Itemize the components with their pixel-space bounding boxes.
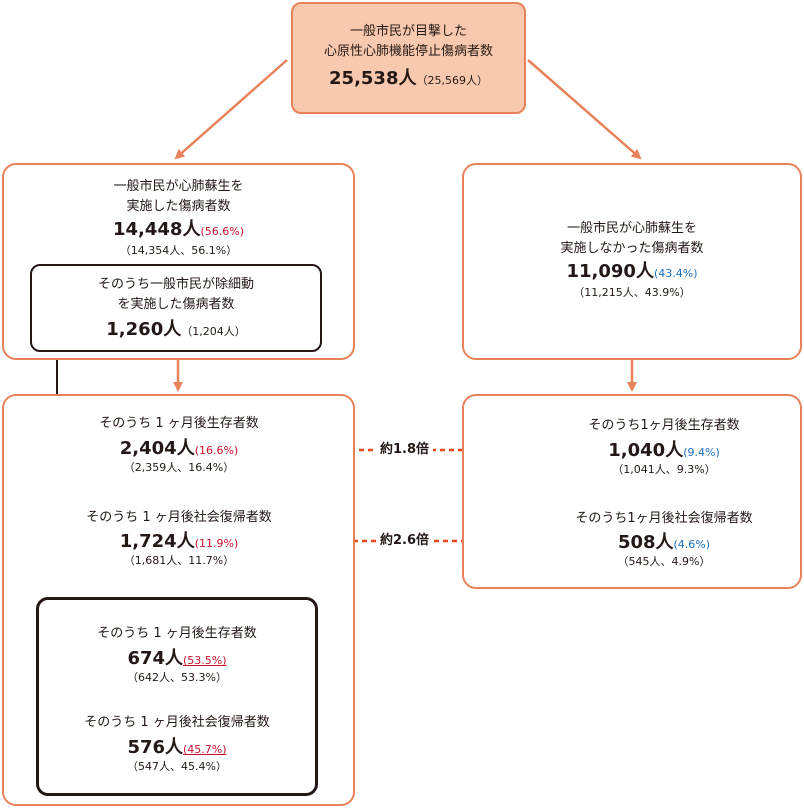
- nocpr-prev: （11,215人、43.9%）: [573, 286, 691, 299]
- aed-outcomes-box: そのうち 1 ヶ月後生存者数 674人(53.5%) （642人、53.3%） …: [36, 597, 318, 796]
- cpr-label-2: 実施した傷病者数: [126, 199, 231, 214]
- cpr-prev: （14,354人、56.1%）: [119, 244, 238, 257]
- aed-social-label: そのうち 1 ヶ月後社会復帰者数: [84, 715, 270, 730]
- cpr-not-performed-box: 一般市民が心肺蘇生を 実施しなかった傷病者数 11,090人(43.4%) （1…: [462, 163, 802, 360]
- aed-count: 1,260人: [106, 319, 182, 340]
- cpr-social-count: 1,724人: [119, 531, 195, 552]
- aed-survival-prev: （642人、53.3%）: [127, 671, 227, 684]
- nocpr-social-count-line: 508人(4.6%): [544, 530, 784, 558]
- cpr-social-count-line: 1,724人(11.9%): [54, 529, 304, 557]
- aed-label-2: を実施した傷病者数: [117, 297, 235, 312]
- arrow-top-to-right: [527, 59, 642, 160]
- cpr-survival-count-line: 2,404人(16.6%): [54, 436, 304, 464]
- survival-ratio-label: 約1.8倍: [376, 441, 434, 459]
- cpr-count: 14,448人: [113, 219, 201, 240]
- arrow-top-to-left: [174, 59, 288, 160]
- nocpr-count: 11,090人: [566, 261, 654, 282]
- cpr-social-pct: (11.9%): [194, 537, 239, 550]
- nocpr-survival-count: 1,040人: [608, 440, 684, 461]
- cpr-pct: (56.6%): [200, 225, 244, 238]
- aed-prev: （1,204人）: [181, 325, 246, 338]
- aed-survival-count: 674人: [127, 648, 184, 669]
- nocpr-social-pct: (4.6%): [673, 538, 711, 551]
- aed-count-line: 1,260人（1,204人）: [32, 317, 320, 343]
- nocpr-survival-prev: （1,041人、9.3%）: [612, 463, 716, 476]
- nocpr-social-count: 508人: [617, 532, 674, 553]
- cpr-outcome-text: そのうち 1 ヶ月後生存者数 2,404人(16.6%) （2,359人、16.…: [54, 396, 304, 596]
- aed-social-count: 576人: [127, 737, 184, 758]
- cpr-survival-prev: （2,359人、16.4%）: [123, 461, 235, 474]
- witnessed-arrest-box: 一般市民が目撃した 心原性心肺機能停止傷病者数 25,538人（25,569人）: [291, 2, 526, 114]
- witnessed-count-line: 25,538人（25,569人）: [293, 66, 524, 92]
- nocpr-survival-pct: (9.4%): [683, 446, 720, 459]
- social-ratio-label: 約2.6倍: [376, 532, 434, 550]
- witnessed-label-1: 一般市民が目撃した: [349, 24, 467, 39]
- cpr-survival-label: そのうち 1 ヶ月後生存者数: [99, 416, 259, 431]
- aed-label-1: そのうち一般市民が除細動: [97, 277, 254, 292]
- cpr-survival-count: 2,404人: [119, 438, 195, 459]
- nocpr-outcomes-box: そのうち1ヶ月後生存者数 1,040人(9.4%) （1,041人、9.3%） …: [462, 394, 802, 589]
- cpr-label-1: 一般市民が心肺蘇生を: [113, 179, 244, 194]
- nocpr-pct: (43.4%): [653, 267, 698, 280]
- nocpr-outcome-text: そのうち1ヶ月後生存者数 1,040人(9.4%) （1,041人、9.3%） …: [544, 396, 784, 586]
- aed-survival-pct: (53.5%): [183, 654, 227, 667]
- nocpr-count-line: 11,090人(43.4%): [464, 259, 800, 287]
- nocpr-label-2: 実施しなかった傷病者数: [560, 241, 704, 256]
- aed-survival-label: そのうち 1 ヶ月後生存者数: [97, 626, 257, 641]
- witnessed-prev: （25,569人）: [416, 74, 488, 87]
- aed-survival-count-line: 674人(53.5%): [39, 646, 315, 674]
- aed-performed-box: そのうち一般市民が除細動 を実施した傷病者数 1,260人（1,204人）: [30, 264, 322, 352]
- nocpr-social-label: そのうち1ヶ月後社会復帰者数: [575, 511, 753, 526]
- nocpr-survival-label: そのうち1ヶ月後生存者数: [588, 418, 740, 433]
- aed-social-pct: (45.7%): [183, 743, 227, 756]
- cpr-count-line: 14,448人(56.6%): [4, 217, 353, 245]
- nocpr-label-1: 一般市民が心肺蘇生を: [566, 221, 697, 236]
- witnessed-count: 25,538人: [329, 68, 417, 89]
- cpr-social-prev: （1,681人、11.7%）: [123, 554, 235, 567]
- cpr-social-label: そのうち 1 ヶ月後社会復帰者数: [86, 510, 272, 525]
- aed-social-prev: （547人、45.4%）: [127, 760, 227, 773]
- witnessed-label-2: 心原性心肺機能停止傷病者数: [323, 44, 493, 59]
- nocpr-social-prev: （545人、4.9%）: [617, 555, 711, 568]
- cpr-survival-pct: (16.6%): [194, 444, 239, 457]
- aed-social-count-line: 576人(45.7%): [39, 735, 315, 763]
- nocpr-survival-count-line: 1,040人(9.4%): [544, 438, 784, 466]
